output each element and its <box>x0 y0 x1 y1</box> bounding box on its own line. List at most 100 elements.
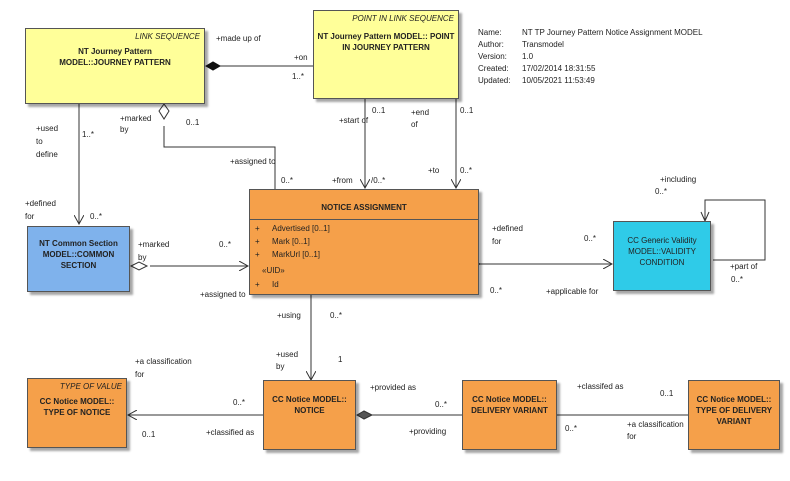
composition-diamond-jp <box>204 61 222 71</box>
multiplicity: 0..* <box>330 311 343 320</box>
role-a-classification-for: +a classification <box>135 357 192 366</box>
association-validity-self <box>704 199 766 261</box>
class-title: CC Generic Validity MODEL::VALIDITY COND… <box>627 236 697 267</box>
class-title: CC Notice MODEL:: TYPE OF NOTICE <box>39 397 115 417</box>
meta-author-value: Transmodel <box>522 40 564 49</box>
role-defined-for: +defined <box>492 224 523 233</box>
role-marked-by: by <box>138 253 147 262</box>
aggregation-diamond-jp <box>158 103 170 120</box>
multiplicity: 0..* <box>435 400 448 409</box>
role-provided-as: +provided as <box>370 383 417 392</box>
attr-id: Id <box>272 280 279 289</box>
meta-name-value: NT TP Journey Pattern Notice Assignment … <box>522 28 703 37</box>
class-title: CC Notice MODEL:: DELIVERY VARIANT <box>471 395 548 415</box>
multiplicity: 1..* <box>82 130 95 139</box>
attr-bullet: + <box>255 250 260 259</box>
role-assigned-to: +assigned to <box>230 157 276 166</box>
role-end-of: +end <box>411 108 430 117</box>
role-end-of: of <box>411 120 418 129</box>
role-defined-for: +defined <box>25 199 56 208</box>
meta-version-value: 1.0 <box>522 52 534 61</box>
class-title: CC Notice MODEL:: NOTICE <box>272 395 347 415</box>
role-used-by: by <box>276 362 285 371</box>
multiplicity: /0..* <box>371 176 386 185</box>
multiplicity: 0..1 <box>660 389 674 398</box>
role-a-classification-for: +a classification <box>627 420 684 429</box>
role-used-by: +used <box>276 350 299 359</box>
multiplicity: 0..* <box>565 424 578 433</box>
multiplicity: 1 <box>338 355 343 364</box>
attr-bullet: + <box>255 280 260 289</box>
class-title: CC Notice MODEL:: TYPE OF DELIVERY VARIA… <box>695 395 773 426</box>
multiplicity: 0..1 <box>142 430 156 439</box>
stereotype-point-in-link-sequence: POINT IN LINK SEQUENCE <box>352 14 454 23</box>
class-journey-pattern[interactable]: LINK SEQUENCE NT Journey Pattern MODEL::… <box>25 28 205 104</box>
class-point-in-journey-pattern[interactable]: POINT IN LINK SEQUENCE NT Journey Patter… <box>313 10 459 99</box>
role-including: +including <box>660 175 697 184</box>
role-from: +from <box>332 176 353 185</box>
class-type-of-delivery-variant[interactable]: CC Notice MODEL:: TYPE OF DELIVERY VARIA… <box>688 380 780 450</box>
meta-version-label: Version: <box>478 52 507 61</box>
multiplicity: 0..1 <box>372 106 386 115</box>
class-delivery-variant[interactable]: CC Notice MODEL:: DELIVERY VARIANT <box>462 380 557 450</box>
multiplicity: 0..* <box>233 398 246 407</box>
role-defined-for: for <box>492 237 502 246</box>
role-using: +using <box>277 311 301 320</box>
class-title: NT Journey Pattern MODEL:: POINT IN JOUR… <box>317 32 455 52</box>
multiplicity: 1..* <box>292 72 305 81</box>
multiplicity: 0..* <box>731 275 744 284</box>
stereotype-type-of-value: TYPE OF VALUE <box>59 382 122 391</box>
attr-mark: Mark [0..1] <box>272 237 310 246</box>
class-validity-condition[interactable]: CC Generic Validity MODEL::VALIDITY COND… <box>613 221 711 291</box>
composition-diamond-notice <box>355 410 374 420</box>
role-providing: +providing <box>409 427 447 436</box>
attr-bullet: + <box>255 237 260 246</box>
role-assigned-to: +assigned to <box>200 290 246 299</box>
role-used-to-define: +used <box>36 124 59 133</box>
meta-updated-label: Updated: <box>478 76 511 85</box>
multiplicity: 0..1 <box>460 106 474 115</box>
meta-created-label: Created: <box>478 64 509 73</box>
multiplicity: 0..* <box>281 176 294 185</box>
class-notice[interactable]: CC Notice MODEL:: NOTICE <box>263 380 356 450</box>
multiplicity: 0..* <box>219 240 232 249</box>
role-marked-by: +marked <box>120 114 152 123</box>
role-used-to-define: define <box>36 150 58 159</box>
role-marked-by: +marked <box>138 240 170 249</box>
association-jp-assignment <box>163 126 276 189</box>
diagram-metadata: Name: NT TP Journey Pattern Notice Assign… <box>478 27 703 87</box>
role-to: +to <box>428 166 440 175</box>
multiplicity: 0..* <box>584 234 597 243</box>
multiplicity: 0..* <box>90 212 103 221</box>
multiplicity: 0..1 <box>186 118 200 127</box>
multiplicity: 0..* <box>655 187 668 196</box>
class-notice-assignment[interactable]: NOTICE ASSIGNMENT + Advertised [0..1] + … <box>249 189 479 295</box>
class-common-section[interactable]: NT Common Section MODEL::COMMON SECTION <box>27 226 130 292</box>
attr-bullet: + <box>255 224 260 233</box>
class-title: NT Journey Pattern MODEL::JOURNEY PATTER… <box>59 47 171 67</box>
meta-created-value: 17/02/2014 18:31:55 <box>522 64 596 73</box>
uid-stereotype: «UID» <box>262 266 285 275</box>
class-title: NT Common Section MODEL::COMMON SECTION <box>39 239 118 270</box>
attr-mark-url: MarkUrl [0..1] <box>272 250 321 259</box>
multiplicity: 0..* <box>460 166 473 175</box>
role-marked-by: by <box>120 125 129 134</box>
meta-updated-value: 10/05/2021 11:53:49 <box>522 76 595 85</box>
role-classified-as: +classified as <box>206 428 255 437</box>
role-start-of: +start of <box>339 116 369 125</box>
meta-name-label: Name: <box>478 28 502 37</box>
class-type-of-notice[interactable]: TYPE OF VALUE CC Notice MODEL:: TYPE OF … <box>27 378 127 448</box>
multiplicity: 0..* <box>490 286 503 295</box>
role-defined-for: for <box>25 212 35 221</box>
class-title: NOTICE ASSIGNMENT <box>321 203 407 212</box>
attr-advertised: Advertised [0..1] <box>272 224 330 233</box>
role-part-of: +part of <box>730 262 758 271</box>
compartment-divider <box>250 219 478 220</box>
role-on: +on <box>294 53 308 62</box>
role-applicable-for: +applicable for <box>546 287 599 296</box>
meta-author-label: Author: <box>478 40 504 49</box>
role-classifed-as: +classifed as <box>577 382 624 391</box>
stereotype-link-sequence: LINK SEQUENCE <box>135 32 200 41</box>
aggregation-diamond-section <box>129 261 149 271</box>
